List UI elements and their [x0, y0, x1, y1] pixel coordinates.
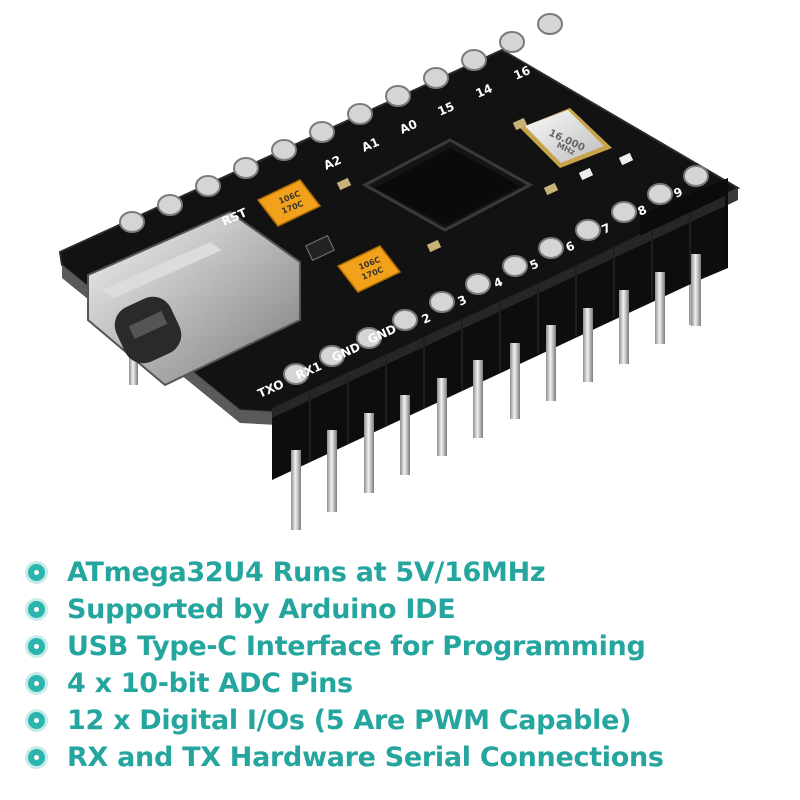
crystal-oscillator: 16.000 MHz: [520, 108, 612, 168]
feature-text: 12 x Digital I/Os (5 Are PWM Capable): [67, 704, 632, 736]
feature-item: RX and TX Hardware Serial Connections: [28, 739, 664, 775]
bullet-icon: [28, 674, 45, 692]
label-a0: A0: [398, 117, 420, 137]
bullet-icon: [28, 563, 45, 581]
pro-micro-board-illustration: 16.000 MHz 106C 170C 106C 170C RST A2: [58, 13, 741, 530]
bullet-icon: [28, 748, 45, 766]
usb-c-connector: [87, 210, 301, 387]
label-14: 14: [474, 81, 495, 101]
label-a2: A2: [322, 153, 344, 173]
label-16: 16: [512, 63, 533, 83]
front-pin-tips: [283, 165, 709, 385]
feature-text: USB Type-C Interface for Programming: [67, 630, 646, 662]
feature-item: Supported by Arduino IDE: [28, 591, 456, 627]
feature-list: ATmega32U4 Runs at 5V/16MHz Supported by…: [0, 548, 800, 800]
bullet-icon: [28, 711, 45, 729]
feature-item: 12 x Digital I/Os (5 Are PWM Capable): [28, 702, 631, 738]
feature-item: ATmega32U4 Runs at 5V/16MHz: [28, 554, 546, 590]
product-photo: 16.000 MHz 106C 170C 106C 170C RST A2: [58, 13, 741, 530]
capacitor-2: 106C 170C: [336, 245, 402, 293]
capacitor-1: 106C 170C: [256, 179, 322, 227]
feature-text: RX and TX Hardware Serial Connections: [67, 741, 664, 773]
label-10: 10: [542, 55, 563, 75]
bullet-icon: [28, 600, 45, 618]
front-header-dividers: [309, 212, 691, 462]
back-pin-tips: [119, 13, 563, 233]
label-15: 15: [436, 99, 457, 119]
bullet-icon: [28, 637, 45, 655]
smd-components: [305, 117, 634, 261]
feature-text: 4 x 10-bit ADC Pins: [67, 667, 353, 699]
front-header-pins: [291, 254, 701, 530]
feature-item: 4 x 10-bit ADC Pins: [28, 665, 353, 701]
feature-item: USB Type-C Interface for Programming: [28, 628, 646, 664]
label-a1: A1: [360, 135, 382, 155]
feature-text: Supported by Arduino IDE: [67, 593, 456, 625]
feature-text: ATmega32U4 Runs at 5V/16MHz: [67, 556, 546, 588]
